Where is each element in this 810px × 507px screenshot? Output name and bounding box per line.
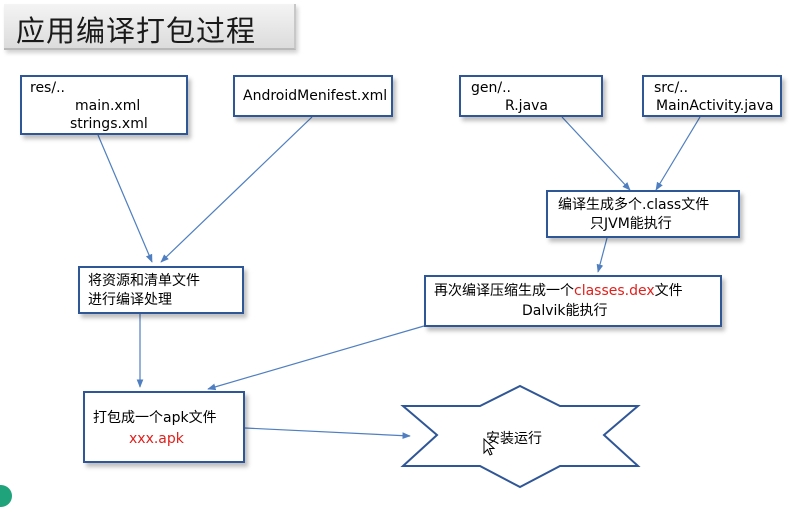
arrow-src-to-class	[655, 116, 701, 191]
compile-dex-prefix: 再次编译压缩生成一个	[434, 283, 574, 299]
manifest-label: AndroidMenifest.xml	[243, 88, 388, 104]
arrow-manifest-to-process	[160, 116, 313, 263]
package-apk-filename: xxx.apk	[129, 431, 184, 447]
classes-dex-highlight: classes.dex	[574, 283, 655, 299]
compile-class-line1: 编译生成多个.class文件	[558, 197, 710, 213]
compile-class-line2: 只JVM能执行	[590, 216, 672, 232]
install-star-shape	[400, 384, 641, 489]
compile-class-box: 编译生成多个.class文件 只JVM能执行	[546, 190, 740, 238]
arrow-res-to-process	[97, 134, 153, 263]
process-res-line1: 将资源和清单文件	[88, 273, 200, 289]
title-banner: 应用编译打包过程	[4, 4, 296, 50]
arrow-apk-to-install	[244, 427, 411, 439]
gen-folder-label: gen/..	[471, 80, 511, 96]
gen-r-java: R.java	[505, 98, 549, 114]
gen-box: gen/.. R.java	[459, 75, 603, 117]
install-run-label: 安装运行	[486, 431, 542, 447]
arrow-gen-to-class	[561, 116, 631, 191]
src-box: src/.. MainActivity.java	[642, 75, 782, 117]
package-apk-box: 打包成一个apk文件 xxx.apk	[83, 391, 245, 463]
mouse-cursor-icon	[483, 438, 496, 456]
compile-dex-line1: 再次编译压缩生成一个classes.dex文件	[434, 282, 683, 301]
compile-dex-suffix: 文件	[654, 283, 683, 299]
manifest-box: AndroidMenifest.xml	[233, 75, 393, 117]
compile-dex-line2: Dalvik能执行	[522, 303, 608, 319]
arrow-dex-to-apk	[207, 325, 425, 391]
src-folder-label: src/..	[654, 80, 689, 96]
res-box: res/.. main.xml strings.xml	[20, 75, 188, 135]
res-strings-xml: strings.xml	[70, 116, 148, 132]
src-mainactivity-java: MainActivity.java	[656, 98, 774, 114]
res-folder-label: res/..	[30, 80, 65, 96]
page-title: 应用编译打包过程	[16, 14, 257, 48]
process-res-box: 将资源和清单文件 进行编译处理	[78, 266, 244, 314]
package-apk-line1: 打包成一个apk文件	[93, 410, 217, 426]
arrow-class-to-dex	[596, 237, 608, 273]
process-res-line2: 进行编译处理	[88, 292, 172, 308]
compile-dex-box: 再次编译压缩生成一个classes.dex文件 Dalvik能执行	[424, 275, 722, 327]
res-main-xml: main.xml	[75, 98, 141, 114]
